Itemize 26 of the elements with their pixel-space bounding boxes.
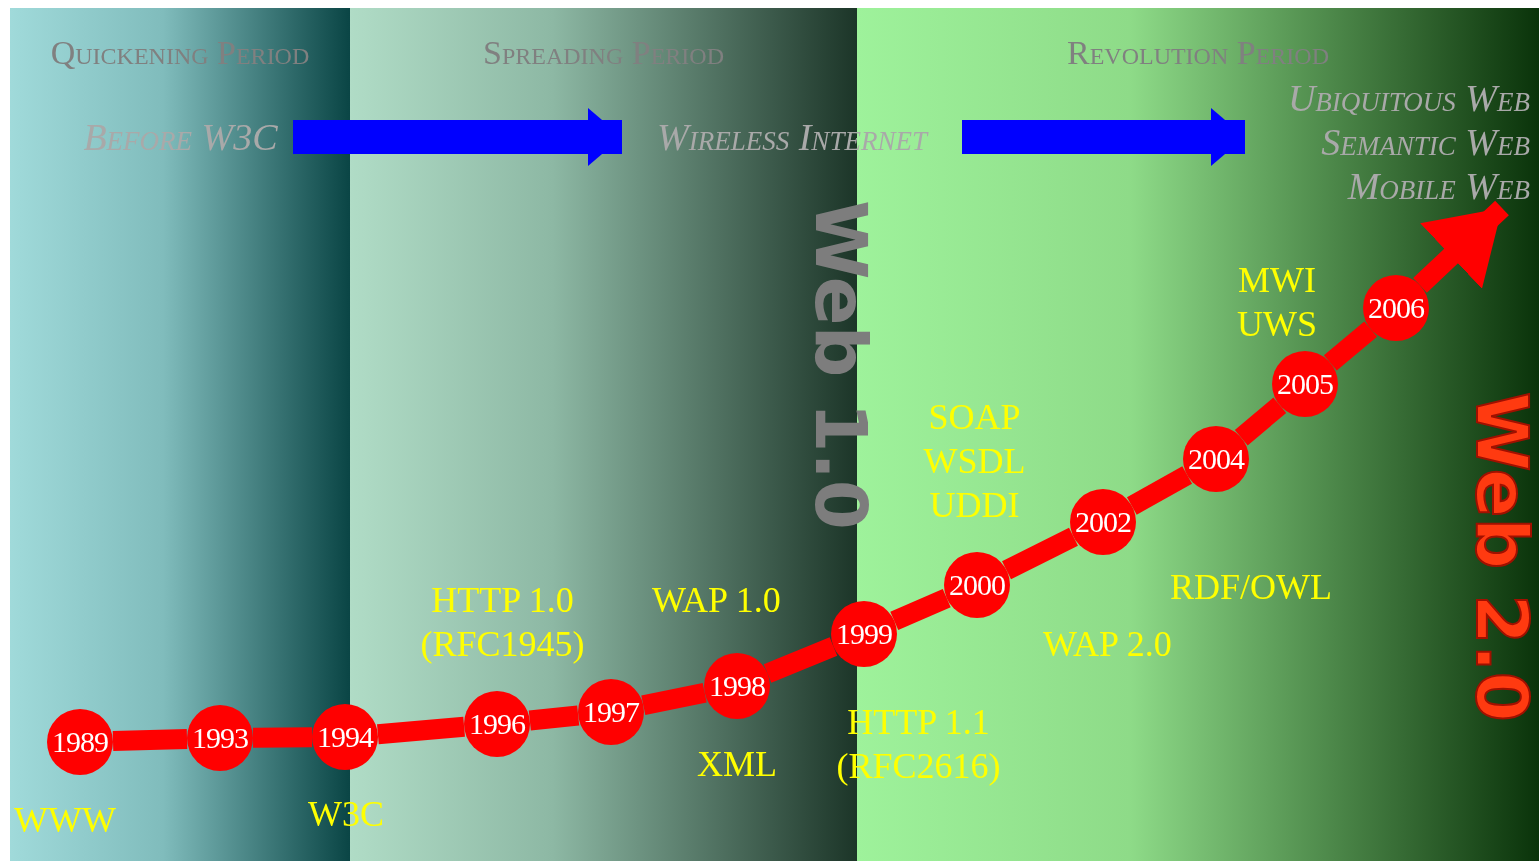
year-marker: 2002 bbox=[1070, 489, 1136, 555]
year-marker: 1998 bbox=[704, 653, 770, 719]
timeline-arrow bbox=[1413, 200, 1509, 293]
milestone-label: WWW bbox=[14, 799, 116, 842]
milestone-label: WAP 2.0 bbox=[1043, 623, 1172, 666]
milestone-label: SOAP WSDL UDDI bbox=[922, 396, 1027, 527]
milestone-label: HTTP 1.0 (RFC1945) bbox=[419, 579, 586, 666]
chevron-arrow bbox=[293, 108, 622, 166]
year-marker: 1993 bbox=[187, 705, 253, 771]
era-label: Before W3C bbox=[68, 115, 293, 159]
era-label: Ubiquitous Web Semantic Web Mobile Web bbox=[1245, 76, 1530, 208]
year-marker: 2005 bbox=[1272, 351, 1338, 417]
year-marker: 1997 bbox=[578, 679, 644, 745]
chevron-arrow bbox=[962, 108, 1245, 166]
era-heading: Web 2.0 bbox=[1466, 392, 1538, 722]
year-marker: 2004 bbox=[1183, 426, 1249, 492]
year-marker: 1996 bbox=[464, 691, 530, 757]
milestone-label: WAP 1.0 bbox=[652, 579, 781, 622]
year-marker: 2006 bbox=[1363, 275, 1429, 341]
milestone-label: RDF/OWL bbox=[1170, 566, 1332, 609]
period-title: Quickening Period bbox=[49, 34, 311, 72]
era-heading: Web 1.0 bbox=[805, 200, 877, 530]
milestone-label: XML bbox=[697, 743, 777, 786]
milestone-label: MWI UWS bbox=[1236, 259, 1318, 346]
year-marker: 2000 bbox=[944, 552, 1010, 618]
year-marker: 1989 bbox=[47, 709, 113, 775]
